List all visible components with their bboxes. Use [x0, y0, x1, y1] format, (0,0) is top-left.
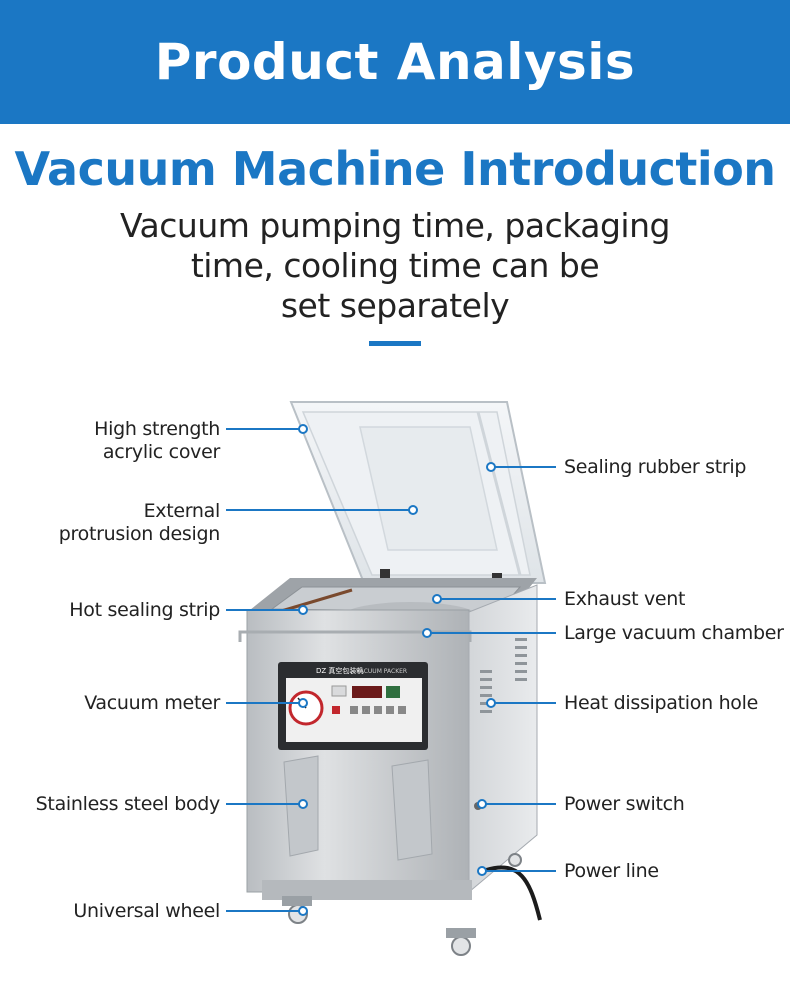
callout-universal-wheel: Universal wheel [73, 900, 220, 923]
callout-exhaust-vent: Exhaust vent [564, 588, 686, 611]
subtitle-line: Vacuum pumping time, packaging [120, 206, 670, 245]
callout-vacuum-meter: Vacuum meter [84, 692, 220, 715]
subtitle-line: set separately [280, 286, 510, 325]
callout-label: Sealing rubber strip [564, 456, 747, 478]
callout-label: Power line [564, 860, 659, 882]
callout-label: Large vacuum chamber [564, 622, 784, 644]
title-underline [369, 341, 421, 346]
callout-heat-dissipation: Heat dissipation hole [564, 692, 758, 715]
header-banner: Product Analysis [0, 0, 790, 124]
callout-label: protrusion design [58, 523, 221, 545]
callout-label: Universal wheel [73, 900, 220, 922]
callout-label: Hot sealing strip [69, 599, 220, 621]
callout-vacuum-chamber: Large vacuum chamber [564, 622, 784, 645]
callout-label: Stainless steel body [35, 793, 221, 815]
header-title: Product Analysis [154, 33, 636, 91]
callout-stainless-body: Stainless steel body [35, 793, 221, 816]
callout-hot-sealing-strip: Hot sealing strip [69, 599, 220, 622]
callout-sealing-rubber-strip: Sealing rubber strip [564, 456, 746, 479]
callout-label: Power switch [564, 793, 685, 815]
callout-power-switch: Power switch [564, 793, 685, 816]
panel-brand: DZ 真空包装机 [316, 666, 363, 675]
panel-brand-en: VACUUM PACKER [356, 668, 407, 675]
callout-label: acrylic cover [102, 441, 220, 463]
callout-acrylic-cover: High strength acrylic cover [94, 418, 220, 464]
subtitle-line: time, cooling time can be [190, 246, 600, 285]
callout-label: External [143, 500, 221, 522]
callout-label: High strength [94, 418, 220, 440]
callout-label: Heat dissipation hole [564, 692, 758, 714]
vacuum-machine-image: DZ 真空包装机 VACUUM PACKER [238, 401, 547, 956]
callout-label: Exhaust vent [564, 588, 686, 610]
callout-label: Vacuum meter [84, 692, 220, 714]
callout-power-line: Power line [564, 860, 659, 883]
section-title: Vacuum Machine Introduction [14, 142, 776, 196]
subtitle: Vacuum pumping time, packaging time, coo… [120, 206, 670, 326]
callout-protrusion-design: External protrusion design [58, 500, 221, 546]
